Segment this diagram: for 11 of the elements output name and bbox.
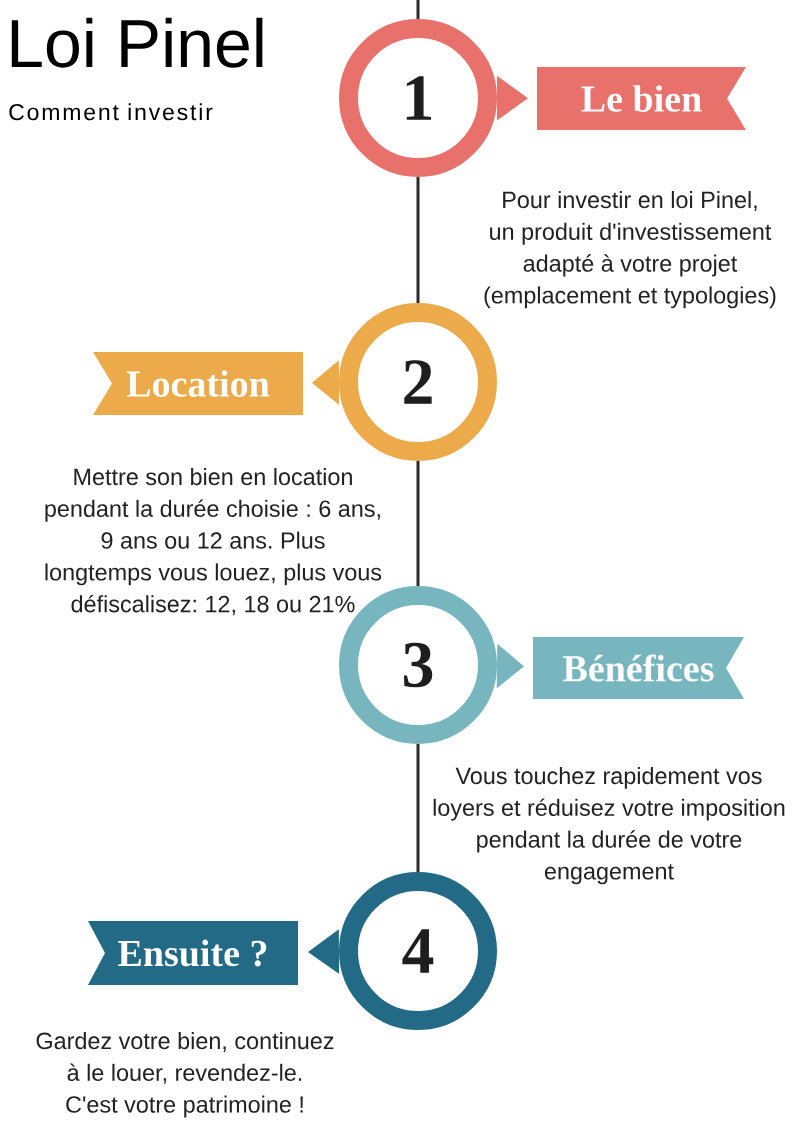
- title: Loi Pinel: [11, 17, 263, 68]
- ribbon-banner: Ensuite ?: [88, 921, 298, 985]
- connector-line: [416, 177, 420, 303]
- connector-line: [416, 744, 420, 872]
- ribbon-banner: Le bien: [537, 67, 746, 130]
- connector-line: [416, 0, 420, 19]
- ribbon-banner: Bénéfices: [533, 637, 744, 699]
- ribbon-banner: Location: [93, 352, 303, 415]
- description-text: Gardez votre bien, continuez à le louer, revendez-le. C'est votre patrimoine !: [36, 1032, 334, 1118]
- subtitle: Comment investir: [9, 103, 213, 121]
- connector-line: [416, 461, 420, 586]
